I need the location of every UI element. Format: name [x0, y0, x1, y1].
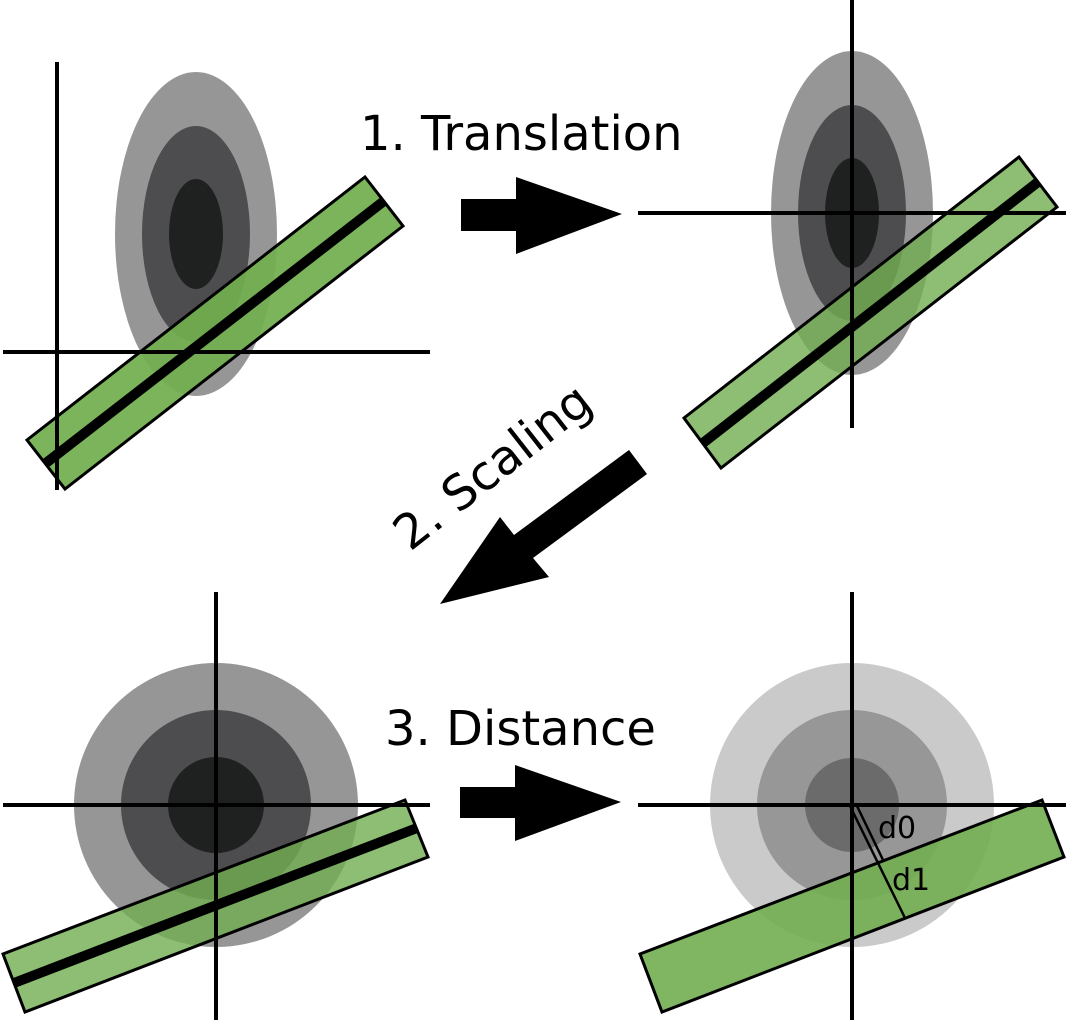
distance-step: 3. Distance: [385, 701, 656, 841]
panel-original: [3, 62, 430, 492]
step-label-translation: 1. Translation: [360, 106, 683, 162]
scaling-step: 2. Scaling: [383, 373, 647, 604]
panel-scaled: [1, 592, 430, 1020]
distance-markers: d0 d1: [848, 805, 930, 919]
right-arrow-icon: [460, 765, 621, 841]
gaussian-inner-contour: [169, 179, 223, 289]
translation-step: 1. Translation: [360, 106, 683, 254]
distance-d1-line: [848, 805, 907, 919]
panel-distance: d0 d1: [638, 592, 1066, 1020]
down-left-arrow-icon: [440, 450, 647, 604]
panel-translated: [638, 0, 1066, 471]
distance-label-d1: d1: [892, 863, 930, 898]
step-label-distance: 3. Distance: [385, 701, 656, 757]
right-arrow-icon: [461, 177, 622, 254]
line-center: [42, 197, 388, 467]
line-center: [699, 178, 1042, 447]
distance-label-d0: d0: [878, 811, 916, 846]
distance-d0-line: [855, 805, 886, 863]
